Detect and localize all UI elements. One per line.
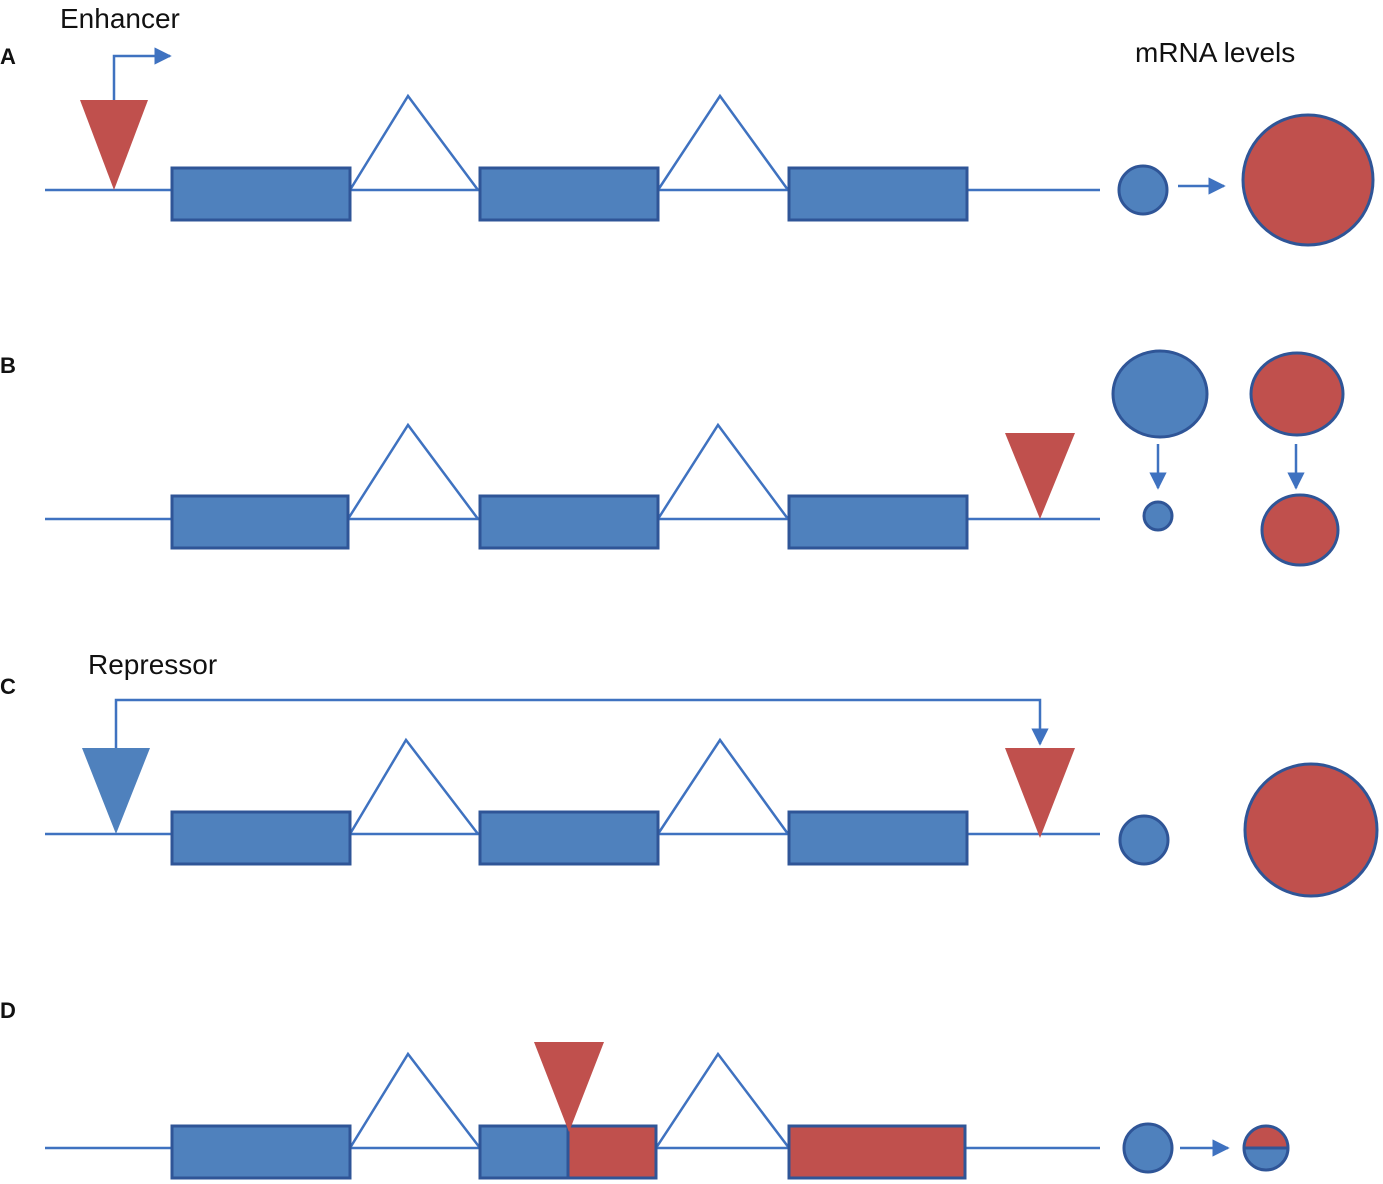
mrna-large-circle xyxy=(1243,762,1379,898)
mrna-small-circle xyxy=(1117,164,1169,216)
mrna-red-after-circle xyxy=(1260,493,1340,567)
mrna-blue-circle xyxy=(1122,1122,1174,1174)
mrna-blue-before-circle xyxy=(1111,349,1209,439)
enhancer-arrow xyxy=(112,47,172,100)
panel-a: A Enhancer mRNA levels xyxy=(0,3,1375,247)
exon-3 xyxy=(787,166,969,222)
exon-2 xyxy=(478,810,660,866)
intron-1 xyxy=(348,93,480,191)
panel-b: B xyxy=(0,349,1345,567)
panel-b-label: B xyxy=(0,353,16,378)
intron-1 xyxy=(348,1051,481,1149)
exon-3 xyxy=(787,810,969,866)
exon-1 xyxy=(170,1124,352,1180)
utr-insertion-triangle xyxy=(1005,433,1075,519)
exon-3 xyxy=(787,494,969,550)
enhancer-label: Enhancer xyxy=(60,3,180,34)
repressor-label: Repressor xyxy=(88,649,217,680)
exon-2 xyxy=(478,494,660,550)
repressor-triangle xyxy=(82,748,150,834)
panel-d-label: D xyxy=(0,998,16,1023)
exon-2-left-blue xyxy=(478,1124,570,1180)
mrna-split-circle xyxy=(1242,1124,1290,1172)
exon-3-red xyxy=(787,1124,967,1180)
panel-d: D xyxy=(0,998,1290,1180)
mrna-small-circle xyxy=(1118,814,1170,866)
exon-1 xyxy=(170,494,350,550)
intron-1 xyxy=(346,422,480,520)
mrna-blue-after-circle xyxy=(1142,500,1174,532)
exon-2 xyxy=(478,166,660,222)
repressor-connector-arrow xyxy=(114,698,1049,748)
exon-1 xyxy=(170,166,352,222)
panel-c-label: C xyxy=(0,674,16,699)
intron-1 xyxy=(348,737,479,835)
panel-a-label: A xyxy=(0,44,16,69)
mrna-levels-label: mRNA levels xyxy=(1135,37,1295,68)
exon-1 xyxy=(170,810,352,866)
enhancer-insertion-triangle xyxy=(80,100,148,190)
panel-c: C Repressor xyxy=(0,649,1379,898)
intron-2 xyxy=(656,422,790,520)
mrna-large-circle xyxy=(1241,113,1375,247)
intron-2 xyxy=(656,93,790,191)
exon-2-right-red xyxy=(566,1124,658,1180)
exon-insertion-triangle xyxy=(534,1042,604,1132)
intron-2 xyxy=(656,737,790,835)
mrna-red-before-circle xyxy=(1249,351,1345,437)
utr-insertion-triangle xyxy=(1005,748,1075,838)
intron-2 xyxy=(654,1051,790,1149)
